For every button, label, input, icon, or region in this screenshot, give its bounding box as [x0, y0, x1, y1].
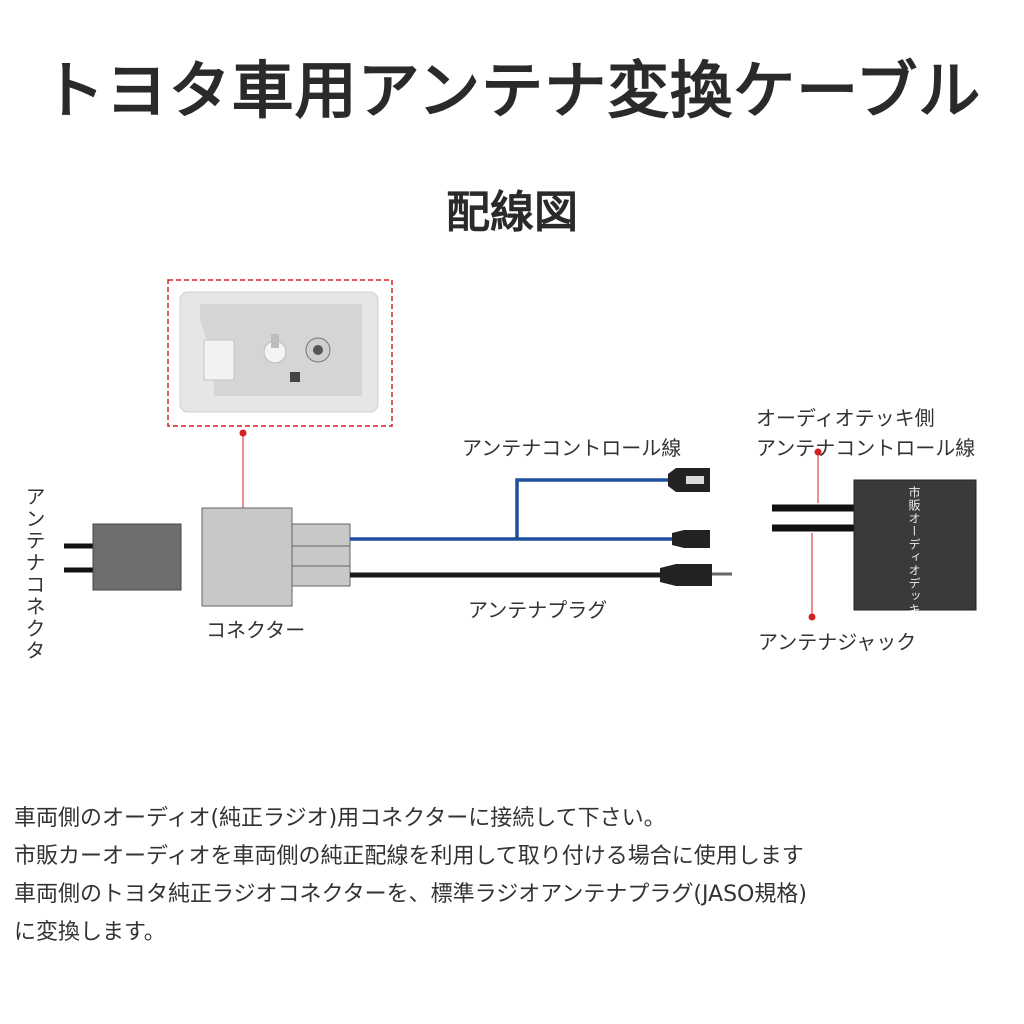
connector-label: コネクター [206, 618, 306, 642]
description-line: 車両側のオーディオ(純正ラジオ)用コネクターに接続して下さい。 [14, 806, 666, 831]
antenna-control-wire-branch [515, 478, 690, 539]
control-male-terminal [672, 530, 710, 548]
connector-photo [179, 291, 379, 413]
description-line: 車両側のトヨタ純正ラジオコネクターを、標準ラジオアンテナプラグ(JASO規格) [14, 882, 807, 907]
deck-control-dot [814, 448, 822, 456]
audio-deck-body [853, 479, 977, 611]
antenna-connector-body [92, 523, 182, 591]
connector-detail-frame [167, 279, 393, 427]
page-title: トヨタ車用アンテナ変換ケーブル [42, 54, 982, 127]
description-line: 市販カーオーディオを車両側の純正配線を利用して取り付ける場合に使用します [14, 844, 804, 869]
antenna-control-wire-label: アンテナコントロール線 [462, 436, 682, 460]
antenna-jack-dot [808, 613, 816, 621]
antenna-jack-label: アンテナジャック [758, 630, 917, 654]
audio-deck-side-label: オーディオテッキ側 [756, 406, 935, 430]
audio-deck-control-wire-label: アンテナコントロール線 [756, 436, 976, 460]
description: 車両側のオーディオ(純正ラジオ)用コネクターに接続して下さい。 市販カーオーディ… [14, 800, 1014, 952]
antenna-plug [660, 564, 712, 586]
diagram-subtitle: 配線図 [446, 187, 578, 238]
main-connector-body [201, 507, 293, 607]
connector-callout-dot [239, 429, 247, 437]
antenna-connector-label: アンテナコネクタ [22, 486, 46, 662]
antenna-plug-label: アンテナプラグ [468, 598, 608, 622]
audio-deck-label: 市販オーディオデッキ [907, 486, 921, 616]
description-line: に変換します。 [14, 920, 166, 945]
